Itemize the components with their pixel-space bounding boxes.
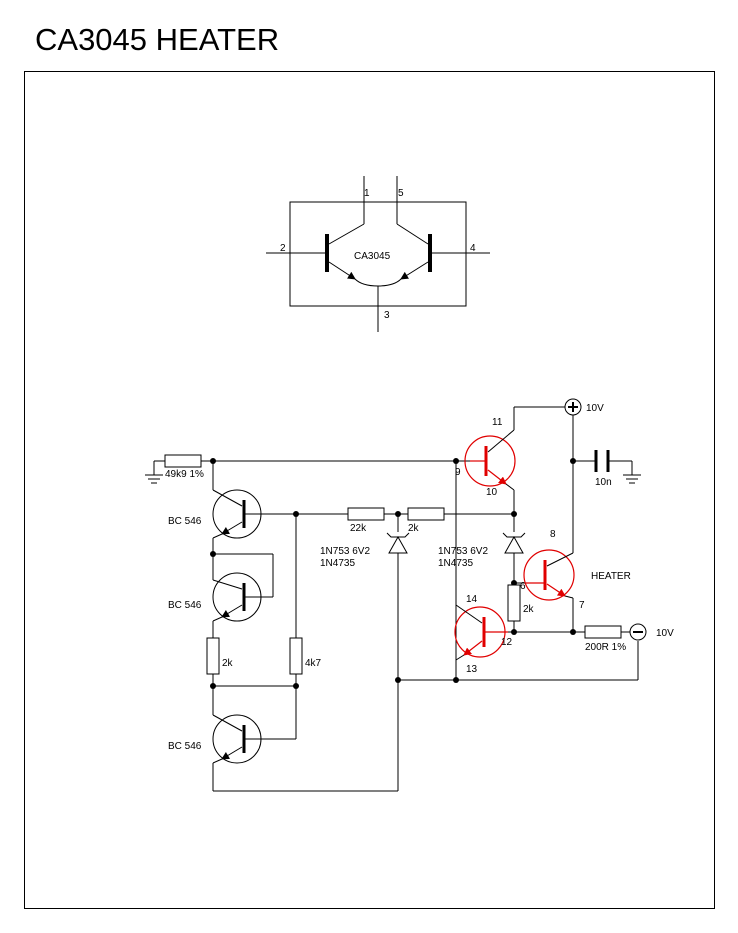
transistor-label: BC 546 — [168, 600, 202, 611]
pin-number: 9 — [455, 467, 461, 478]
resistors — [164, 454, 622, 675]
zener-label: 1N4735 — [438, 558, 473, 569]
component-labels: 49k9 1% 22k 2k 2k 4k7 2k 200R 1% BC 546 … — [165, 403, 674, 752]
pin-label: 2 — [280, 243, 286, 254]
resistor-label: 200R 1% — [585, 642, 626, 653]
resistor-label: 49k9 1% — [165, 469, 204, 480]
resistor-label: 4k7 — [305, 658, 322, 669]
pin-label: 3 — [384, 310, 390, 321]
pin-number: 12 — [501, 637, 513, 648]
capacitor-10n — [594, 450, 610, 472]
ca3045-pinout: CA3045 1 5 2 4 3 — [266, 176, 490, 332]
zener-label: 1N753 6V2 — [320, 546, 370, 557]
supply-terminals — [564, 398, 647, 641]
junction-dots — [210, 458, 576, 689]
pin-number: 14 — [466, 594, 478, 605]
pin-label: 1 — [364, 188, 370, 199]
resistor-label: 2k — [222, 658, 234, 669]
pin-number: 8 — [550, 529, 556, 540]
pin-number: 6 — [520, 581, 526, 592]
pin-number: 7 — [579, 600, 585, 611]
heater-label: HEATER — [591, 571, 631, 582]
resistor-label: 2k — [408, 523, 420, 534]
pin-number: 10 — [486, 487, 498, 498]
capacitor-label: 10n — [595, 477, 612, 488]
supply-neg-label: 10V — [656, 628, 674, 639]
zener-label: 1N4735 — [320, 558, 355, 569]
pinout-chip-label: CA3045 — [354, 251, 391, 262]
resistor-label: 22k — [350, 523, 367, 534]
transistor-label: BC 546 — [168, 741, 202, 752]
supply-pos-label: 10V — [586, 403, 604, 414]
bc546-transistors — [212, 489, 262, 764]
transistor-label: BC 546 — [168, 516, 202, 527]
pin-label: 4 — [470, 243, 476, 254]
zener-diodes — [386, 532, 526, 554]
page-title: CA3045 HEATER — [35, 22, 280, 57]
pin-number: 11 — [492, 417, 503, 428]
resistor-label: 2k — [523, 604, 535, 615]
ca3045-transistors — [454, 429, 575, 661]
zener-label: 1N753 6V2 — [438, 546, 488, 557]
diagram-frame — [24, 71, 715, 909]
pin-label: 5 — [398, 188, 404, 199]
pin-number: 13 — [466, 664, 478, 675]
